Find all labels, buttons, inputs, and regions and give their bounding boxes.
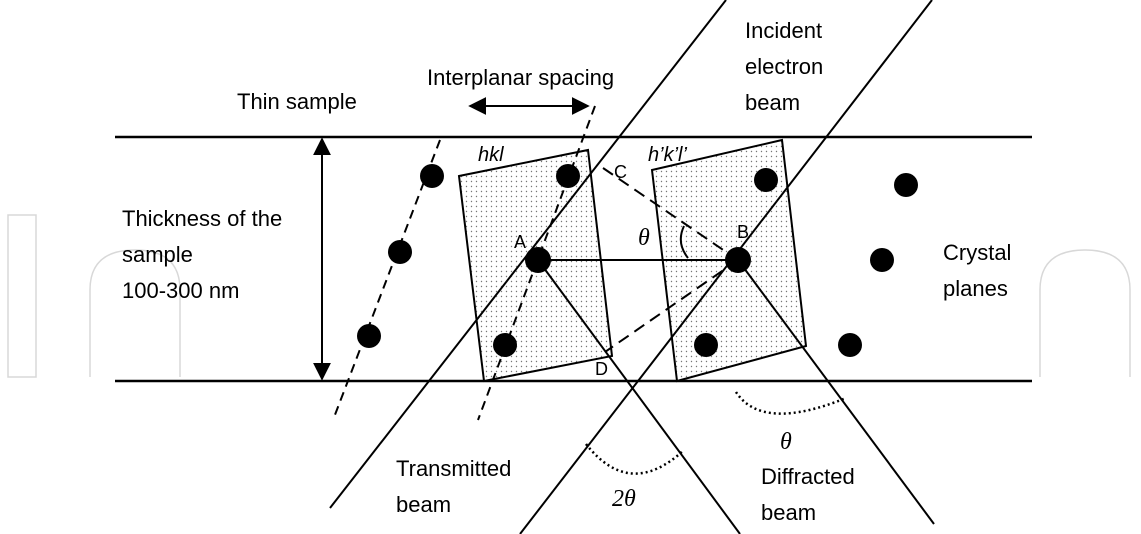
thickness-label-3: 100-300 nm (122, 278, 239, 303)
atoms (357, 164, 918, 357)
atom (556, 164, 580, 188)
two-theta-arc (585, 443, 685, 475)
plane-hkl-label: hkl (478, 144, 504, 166)
atom (754, 168, 778, 192)
thin-sample-label: Thin sample (237, 89, 357, 114)
theta-arc-inner (679, 225, 689, 259)
incident-beam-right (519, 0, 933, 534)
incident-beam-label-2: electron (745, 54, 823, 79)
atom (420, 164, 444, 188)
atom (694, 333, 718, 357)
point-b-label: B (737, 222, 749, 242)
atom (870, 248, 894, 272)
atom-a (525, 247, 551, 273)
diffracted-beam-b (737, 259, 935, 525)
incident-beam-label-1: Incident (745, 18, 822, 43)
diffracted-beam-a (537, 259, 741, 534)
transmitted-beam-label-2: beam (396, 492, 451, 517)
two-theta-label: 2θ (612, 486, 636, 512)
theta-arc-diffracted (734, 391, 847, 415)
theta-inner-label: θ (638, 225, 650, 251)
transmitted-beam-label-1: Transmitted (396, 456, 511, 481)
atom-b (725, 247, 751, 273)
path-line-c-to-b (602, 167, 739, 261)
point-d-label: D (595, 359, 608, 379)
atom (838, 333, 862, 357)
crystal-planes-label-2: planes (943, 276, 1008, 301)
atom (388, 240, 412, 264)
point-c-label: C (614, 162, 627, 182)
path-line-b-to-d (604, 259, 739, 353)
plane-hkl-prime-label: h’k’l’ (648, 144, 687, 166)
incident-beam-label-3: beam (745, 90, 800, 115)
theta-diffracted-label: θ (780, 429, 792, 455)
point-a-label: A (514, 232, 526, 252)
interplanar-spacing-label: Interplanar spacing (427, 65, 614, 90)
crystal-planes-label-1: Crystal (943, 240, 1011, 265)
lattice-line-left (332, 139, 441, 421)
diffracted-beam-label-1: Diffracted (761, 464, 855, 489)
thickness-label-2: sample (122, 242, 193, 267)
watermark-logo (7, 214, 1131, 378)
diffracted-beam-label-2: beam (761, 500, 816, 525)
atom (894, 173, 918, 197)
thickness-label-1: Thickness of the (122, 206, 282, 231)
atom (357, 324, 381, 348)
atom (493, 333, 517, 357)
